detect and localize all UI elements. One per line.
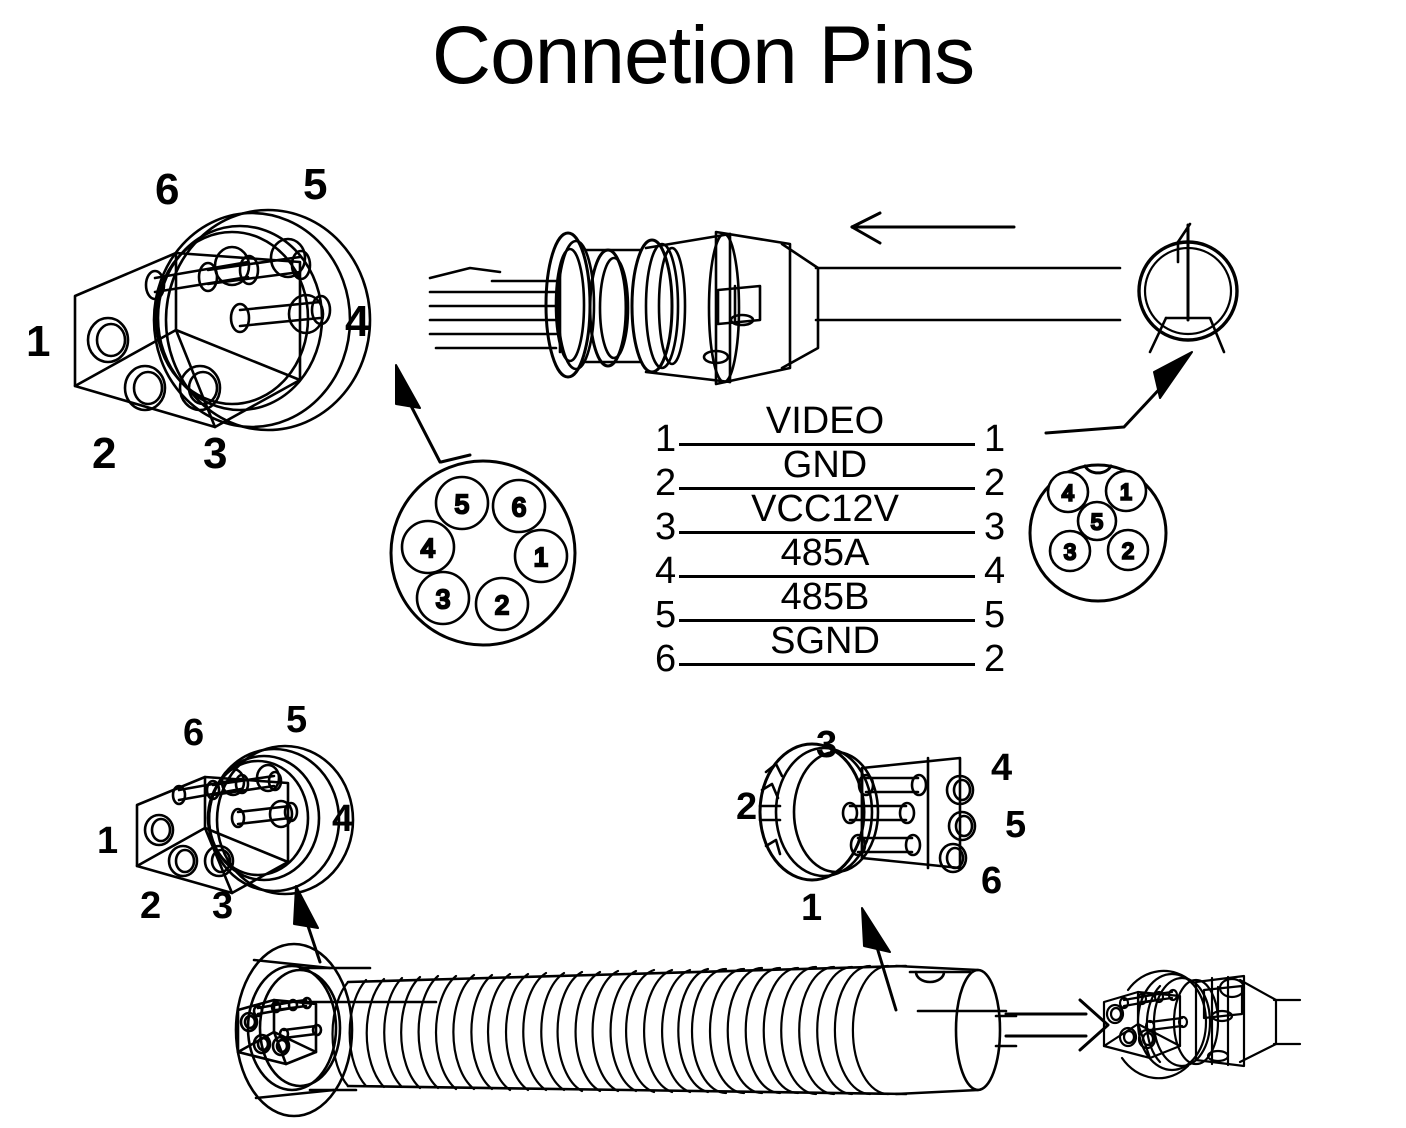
connector-top-left-graphic [73,208,372,432]
pin-circle: 5 [434,475,490,531]
table-row-line [679,575,975,578]
pin-face-6-graphic [389,453,577,647]
label-connector-bottom-left-4: 4 [332,798,354,840]
pin-circle: 3 [1048,529,1092,573]
table-row-signal: VCC12V [751,488,899,530]
pin-label: 4 [1062,481,1074,506]
table-row-signal: 485B [780,576,870,618]
label-connector-bottom-left-6: 6 [183,712,205,754]
label-connector-top-left-3: 3 [203,429,228,478]
table-row-left-pin: 2 [655,462,677,504]
label-connector-bottom-mid-1: 1 [801,887,823,929]
label-connector-bottom-mid-4: 4 [991,747,1013,789]
table-row-line [679,619,975,622]
table-row-right-pin: 2 [984,462,1006,504]
keyway-symbol-graphic [1137,222,1239,354]
pin-circle: 4 [400,519,456,575]
leader-bottom-mid [861,907,898,1012]
table-row-signal: VIDEO [765,400,885,442]
pin-circle: 4 [1046,470,1090,514]
table-row-left-pin: 5 [655,594,677,636]
connector-bottom-left-graphic [135,744,355,896]
label-connector-top-left-2: 2 [92,429,117,478]
table-row-left-pin: 4 [655,550,677,592]
table-row-right-pin: 4 [984,550,1006,592]
pin-label: 2 [1122,539,1134,564]
table-row-right-pin: 1 [984,418,1006,460]
pin-label: 5 [455,489,469,519]
pin-label: 2 [495,590,509,620]
pin-label: 1 [534,542,548,572]
label-connector-bottom-left-1: 1 [97,820,119,862]
label-connector-bottom-mid-3: 3 [816,724,838,766]
corrugation-arcs [331,964,890,1096]
pin-face-5-graphic [1028,463,1168,603]
label-connector-top-left-4: 4 [345,297,370,346]
pin-label: 3 [1064,540,1076,565]
label-connector-top-left-1: 1 [26,317,51,366]
label-connector-top-left-5: 5 [303,160,328,209]
pin-label: 1 [1120,480,1132,505]
leader-top-left [395,364,442,464]
label-connector-bottom-left-5: 5 [286,699,308,741]
table-row-right-pin: 5 [984,594,1006,636]
label-connector-bottom-mid-5: 5 [1005,804,1027,846]
table-row-line [679,487,975,490]
table-row-signal: SGND [770,620,880,662]
pin-circle: 5 [1076,500,1118,542]
pin-label: 5 [1091,510,1103,535]
label-connector-top-left-6: 6 [155,165,180,214]
table-row-line [679,663,975,666]
table-row-right-pin: 2 [984,638,1006,680]
leader-top-right [1044,351,1193,435]
table-row-left-pin: 1 [655,418,677,460]
table-row-left-pin: 3 [655,506,677,548]
table-row-left-pin: 6 [655,638,677,680]
pin-circle: 1 [513,528,569,584]
pin-circle: 1 [1104,469,1148,513]
pin-label: 3 [436,584,450,614]
table-row-signal: GND [782,444,868,486]
arrow-right-graphic [1004,998,1110,1052]
pin-circle: 6 [491,478,547,534]
label-connector-bottom-mid-2: 2 [736,786,758,828]
pin-circle: 2 [474,576,530,632]
table-row-line [679,443,975,446]
table-row-line [679,531,975,534]
pin-label: 6 [512,492,526,522]
pin-label: 4 [421,533,435,563]
label-connector-bottom-mid-6: 6 [981,860,1003,902]
pin-circle: 3 [415,570,471,626]
connector-bottom-mid-graphic [758,742,977,882]
table-row-signal: 485A [780,532,870,574]
page-title: Connetion Pins [431,10,975,101]
label-connector-bottom-left-3: 3 [212,885,234,927]
assembled-connector-graphic [1102,969,1302,1080]
label-connector-bottom-left-2: 2 [140,885,162,927]
table-row-right-pin: 3 [984,506,1006,548]
arrow-left-graphic [850,211,1016,245]
leader-bottom-left [293,885,322,964]
corrugated-cable-graphic [234,942,1018,1118]
pin-circle: 2 [1106,528,1150,572]
cable-assembly-top [428,230,1122,386]
